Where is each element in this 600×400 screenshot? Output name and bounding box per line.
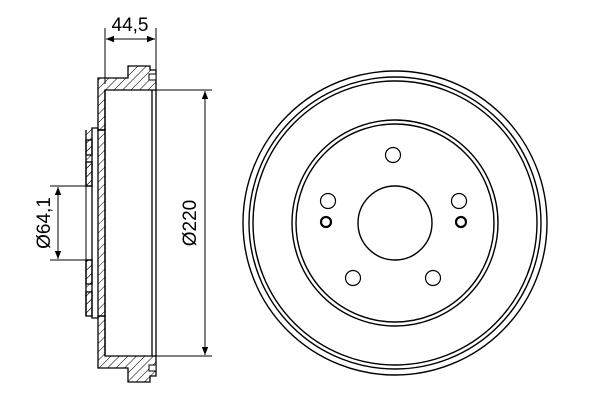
bolt-hole — [424, 269, 442, 287]
width-dimension-label: 44,5 — [112, 15, 149, 36]
pin-hole — [319, 215, 333, 229]
web-circle-outer — [291, 119, 499, 327]
width-dimension — [104, 28, 157, 84]
bolt-hole — [319, 192, 337, 210]
pin-hole — [454, 215, 468, 229]
outer-rim-circle — [242, 70, 548, 376]
bolt-hole — [384, 146, 402, 164]
hub-diameter-dimension — [50, 185, 92, 261]
top-flange-section — [97, 65, 157, 131]
front-view — [242, 70, 548, 376]
rim-circle-inner — [252, 80, 538, 366]
drum-diameter-label: Ø220 — [180, 200, 201, 246]
web-circle-inner — [295, 123, 495, 323]
center-bore-circle — [357, 185, 433, 261]
bolt-hole — [450, 192, 468, 210]
rim-circle-outer — [248, 76, 542, 370]
bolt-hole — [344, 269, 362, 287]
drum-diameter-dimension — [156, 89, 212, 357]
bottom-flange-section — [97, 315, 157, 383]
side-section-view — [85, 65, 157, 383]
hub-diameter-label: Ø64,1 — [34, 197, 55, 249]
